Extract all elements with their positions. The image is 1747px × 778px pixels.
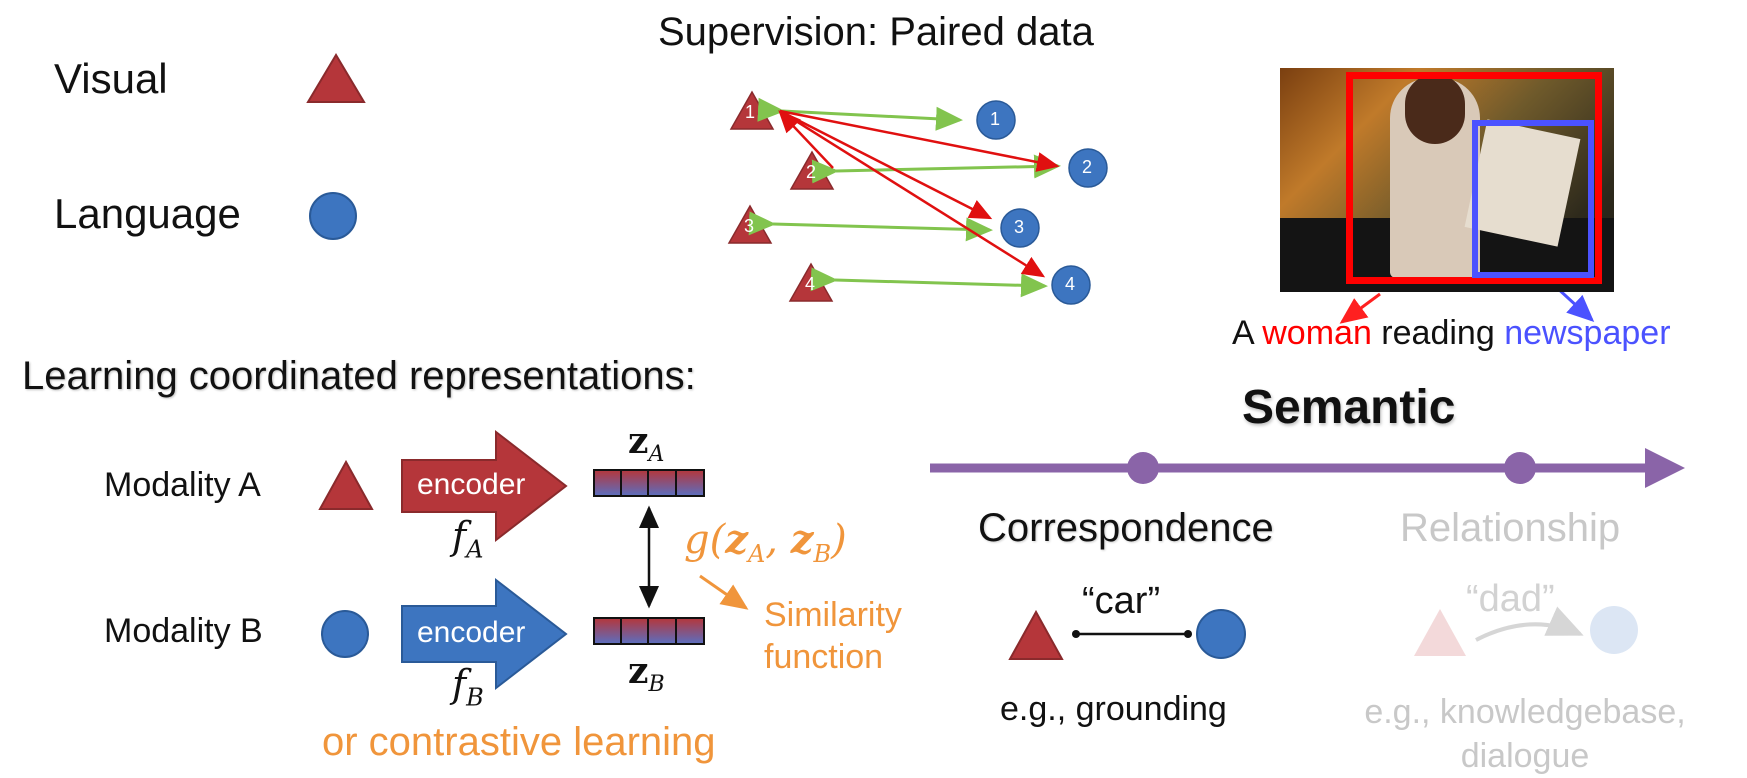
paired-circle-2: [1068, 148, 1108, 188]
learning-title: Learning coordinated representations:: [22, 354, 696, 398]
paired-triangle-3-label: 3: [744, 216, 755, 236]
relationship-circle-icon: [1590, 606, 1638, 654]
paired-circles: [976, 100, 1108, 305]
paired-circle-1-label: 1: [990, 109, 1001, 129]
paired-circle-3: [1000, 208, 1040, 248]
car-quote: “car”: [1082, 580, 1161, 622]
supervision-title: Supervision: Paired data: [658, 10, 1094, 54]
grounding-example: e.g., grounding: [1000, 690, 1227, 728]
language-circle-icon: [309, 192, 357, 240]
semantic-axis-arrowhead: [1645, 448, 1685, 488]
paired-circle-2-label: 2: [1082, 157, 1093, 177]
paired-triangle-1-label: 1: [745, 102, 756, 122]
axis-dot-relationship: [1504, 452, 1536, 484]
relationship-triangle-icon: [1414, 609, 1466, 656]
legend-language-label: Language: [54, 190, 241, 237]
encoder-b-arrow: [401, 577, 568, 691]
semantic-title: Semantic: [1242, 381, 1456, 434]
paired-circle-3-label: 3: [1014, 217, 1025, 237]
legend-visual-label: Visual: [54, 55, 168, 102]
paired-triangle-4-label: 4: [805, 274, 816, 294]
correspondence-circle-icon: [1196, 609, 1246, 659]
image-caption: A woman reading newspaper: [1232, 314, 1671, 352]
encoder-a-label: encoder: [417, 468, 526, 501]
relationship-arrow: [1475, 606, 1584, 642]
modality-b-label: Modality B: [104, 612, 263, 650]
negative-pair-arrows: [778, 109, 1060, 278]
dad-quote: “dad”: [1466, 578, 1555, 620]
encoder-a-arrow: [401, 429, 568, 543]
axis-dot-correspondence: [1127, 452, 1159, 484]
paired-circle-4: [1051, 265, 1091, 305]
function-fb: fB: [452, 662, 484, 712]
caption-word-woman: woman: [1262, 314, 1372, 352]
paired-triangles: [727, 90, 835, 302]
woman-bounding-box: [1346, 72, 1602, 284]
knowledgebase-example: e.g., knowledgebase,dialogue: [1364, 693, 1686, 775]
function-fa: fA: [452, 514, 484, 564]
modality-a-triangle-icon: [318, 459, 374, 510]
woman-pointer-arrow: [1339, 292, 1381, 324]
visual-triangle-icon: [306, 53, 366, 103]
vector-zb: [593, 617, 705, 645]
newspaper-bounding-box: [1472, 120, 1594, 278]
paired-triangle-2-label: 2: [806, 162, 817, 182]
contrastive-learning-label: or contrastive learning: [322, 720, 716, 764]
vector-zb-label: zB: [628, 650, 665, 698]
correspondence-triangle-icon: [1008, 609, 1064, 660]
vector-za: [593, 469, 705, 497]
similarity-formula: g(zA, zB): [684, 516, 847, 568]
relationship-label: Relationship: [1400, 506, 1621, 550]
woman-reading-photo: [1280, 68, 1614, 292]
paired-circle-1: [976, 100, 1016, 140]
correspondence-label: Correspondence: [978, 506, 1274, 550]
vector-za-label: zA: [628, 420, 665, 468]
caption-word-newspaper: newspaper: [1504, 314, 1671, 352]
paired-circle-4-label: 4: [1065, 274, 1076, 294]
encoder-b-label: encoder: [417, 616, 526, 649]
modality-b-circle-icon: [321, 610, 369, 658]
similarity-pointer-arrow: [699, 574, 749, 610]
modality-a-label: Modality A: [104, 466, 261, 504]
